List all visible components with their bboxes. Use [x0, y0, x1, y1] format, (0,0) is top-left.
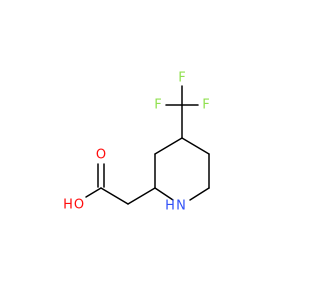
- atom-oxygen-hydroxyl: O: [74, 198, 84, 213]
- atom-fluorine-left: F: [154, 98, 161, 113]
- bond-n1-c2: [154, 187, 174, 201]
- atom-fluorine-top: F: [178, 71, 185, 86]
- bond-ch2-cooh: [100, 187, 129, 205]
- atom-oxygen-carbonyl: O: [96, 148, 106, 163]
- atom-nitrogen: N: [176, 199, 186, 214]
- bond-c-oh: [85, 187, 102, 198]
- bond-c2-ch2: [127, 187, 156, 205]
- molecule-drawing: N H F F F O O H: [63, 71, 210, 214]
- bond-c4-c5: [181, 137, 210, 155]
- bond-c3-c4: [154, 137, 183, 155]
- atom-nitrogen-hydrogen: H: [165, 199, 175, 214]
- atom-fluorine-right: F: [202, 98, 209, 113]
- bond-c6-n1: [189, 187, 210, 201]
- atom-hydroxyl-hydrogen: H: [63, 198, 73, 213]
- molecule-structure: N H F F F O O H: [63, 71, 210, 214]
